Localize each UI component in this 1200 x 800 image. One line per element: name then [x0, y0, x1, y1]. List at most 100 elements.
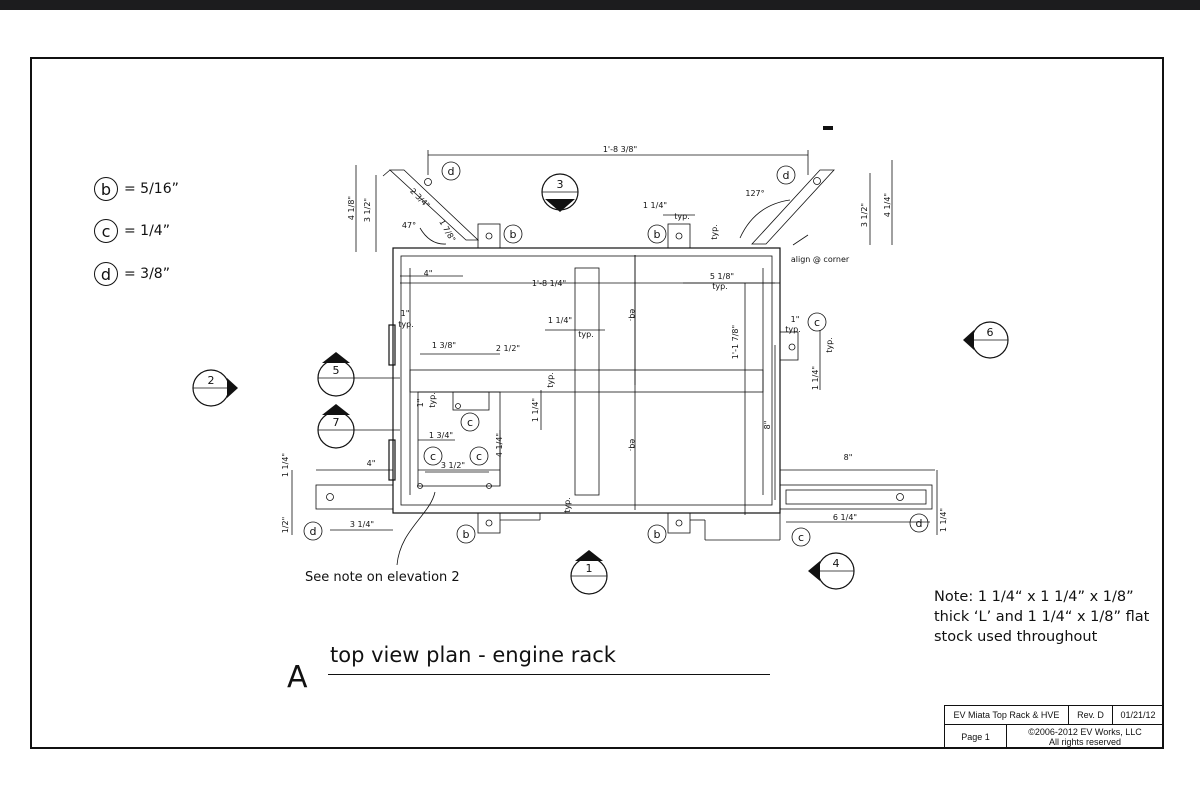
svg-text:typ.: typ.: [428, 392, 437, 408]
legend-b-value: = 5/16”: [124, 181, 179, 197]
section-marker-4-label: 4: [833, 557, 840, 570]
material-note: Note: 1 1/4“ x 1 1/4” x 1/8” thick ‘L’ a…: [934, 589, 1150, 645]
svg-text:1": 1": [791, 315, 800, 324]
svg-text:c: c: [476, 450, 482, 463]
bolt-callouts: d b b d c c c c d b b c d: [303, 161, 929, 547]
svg-text:typ.: typ.: [546, 372, 555, 388]
legend-b-symbol: b: [94, 177, 118, 201]
svg-text:1 1/4": 1 1/4": [281, 453, 290, 477]
dimension-labels: 1'-8 3/8" 1'-8 1/4" 4" 5 1/8" typ. 1 1/4…: [281, 145, 948, 533]
title-underline: [328, 674, 770, 675]
section-marker-6-label: 6: [987, 326, 994, 339]
cross-member-horizontal: [409, 369, 764, 393]
svg-text:typ.: typ.: [710, 224, 719, 240]
svg-text:1": 1": [401, 309, 410, 318]
diagonal-arm-right: [751, 169, 835, 245]
section-marker-4: 4: [808, 552, 855, 590]
svg-text:eq.: eq.: [628, 309, 637, 322]
svg-text:typ.: typ.: [674, 212, 690, 221]
svg-text:typ.: typ.: [398, 320, 414, 329]
svg-text:c: c: [467, 416, 473, 429]
svg-text:1'-1 7/8": 1'-1 7/8": [731, 325, 740, 359]
legend-d-value: = 3/8”: [124, 266, 170, 282]
svg-text:4 1/4": 4 1/4": [883, 193, 892, 217]
svg-text:eq.: eq.: [628, 439, 637, 452]
right-extension-bar: [779, 484, 933, 510]
svg-text:3 1/2": 3 1/2": [860, 203, 869, 227]
svg-text:d: d: [916, 517, 923, 530]
svg-text:typ.: typ.: [578, 330, 594, 339]
title-block-page: Page 1: [945, 725, 1007, 748]
svg-text:127°: 127°: [745, 189, 764, 198]
section-marker-1-label: 1: [586, 562, 593, 575]
legend-d: d = 3/8”: [94, 262, 170, 286]
section-marker-3: 3: [541, 173, 579, 212]
drawing-letter: A: [287, 660, 308, 695]
svg-text:c: c: [430, 450, 436, 463]
title-block-rev: Rev. D: [1069, 706, 1113, 725]
svg-text:3 1/4": 3 1/4": [350, 520, 374, 529]
svg-text:typ.: typ.: [785, 325, 801, 334]
left-bracket-upper: [388, 324, 396, 366]
svg-text:d: d: [310, 525, 317, 538]
see-note-leader: [396, 491, 436, 566]
title-block-date: 01/21/12: [1113, 706, 1163, 725]
svg-text:47°: 47°: [402, 221, 416, 230]
svg-text:1 3/4": 1 3/4": [429, 431, 453, 440]
svg-text:1 1/4": 1 1/4": [939, 508, 948, 532]
svg-text:1 1/4": 1 1/4": [643, 201, 667, 210]
svg-text:1 3/8": 1 3/8": [432, 341, 456, 350]
svg-text:c: c: [798, 531, 804, 544]
legend-c: c = 1/4”: [94, 219, 170, 243]
svg-text:8": 8": [844, 453, 853, 462]
svg-text:typ.: typ.: [563, 497, 572, 513]
svg-text:b: b: [463, 528, 470, 541]
section-marker-2: 2: [192, 369, 238, 407]
svg-text:d: d: [448, 165, 455, 178]
svg-text:1/2": 1/2": [281, 517, 290, 534]
svg-text:1": 1": [416, 399, 425, 408]
svg-text:4 1/8": 4 1/8": [347, 196, 356, 220]
svg-text:1 1/4": 1 1/4": [548, 316, 572, 325]
svg-text:3 1/2": 3 1/2": [441, 461, 465, 470]
section-marker-3-label: 3: [557, 178, 564, 191]
svg-text:3 1/2": 3 1/2": [363, 198, 372, 222]
svg-text:b: b: [510, 228, 517, 241]
svg-text:6 1/4": 6 1/4": [833, 513, 857, 522]
svg-text:1 1/4": 1 1/4": [531, 398, 540, 422]
section-marker-7-label: 7: [333, 416, 340, 429]
svg-text:5 1/8": 5 1/8": [710, 272, 734, 281]
section-marker-5: 5: [317, 352, 400, 397]
svg-text:8": 8": [763, 421, 772, 430]
svg-text:4": 4": [424, 269, 433, 278]
section-marker-2-label: 2: [208, 374, 215, 387]
section-marker-6: 6: [963, 321, 1009, 359]
frame-outer: [392, 247, 781, 514]
top-bar: [0, 0, 1200, 10]
svg-text:2 1/2": 2 1/2": [496, 344, 520, 353]
title-block-copyright-cell: ©2006-2012 EV Works, LLC All rights rese…: [1007, 725, 1163, 748]
drawing-sheet-border: [30, 57, 1164, 749]
title-block: EV Miata Top Rack & HVE Rev. D 01/21/12 …: [944, 705, 1164, 749]
legend-b: b = 5/16”: [94, 177, 179, 201]
legend-d-symbol: d: [94, 262, 118, 286]
svg-text:4 1/4": 4 1/4": [495, 433, 504, 457]
left-extension-bar: [315, 484, 394, 510]
svg-text:4": 4": [367, 459, 376, 468]
legend-c-value: = 1/4”: [124, 223, 170, 239]
svg-text:b: b: [654, 528, 661, 541]
title-block-project: EV Miata Top Rack & HVE: [945, 706, 1069, 725]
svg-text:1 7/8": 1 7/8": [437, 218, 457, 243]
svg-text:1'-8 3/8": 1'-8 3/8": [603, 145, 637, 154]
frame-inner: [400, 255, 773, 506]
svg-text:1'-8 1/4": 1'-8 1/4": [532, 279, 566, 288]
drawing-title: top view plan - engine rack: [330, 643, 616, 667]
svg-text:b: b: [654, 228, 661, 241]
section-marker-1: 1: [570, 550, 608, 595]
section-marker-7: 7: [317, 404, 400, 449]
cross-member-vertical: [574, 267, 600, 496]
title-block-rights: All rights reserved: [1048, 736, 1122, 747]
legend-c-symbol: c: [94, 219, 118, 243]
svg-text:c: c: [814, 316, 820, 329]
